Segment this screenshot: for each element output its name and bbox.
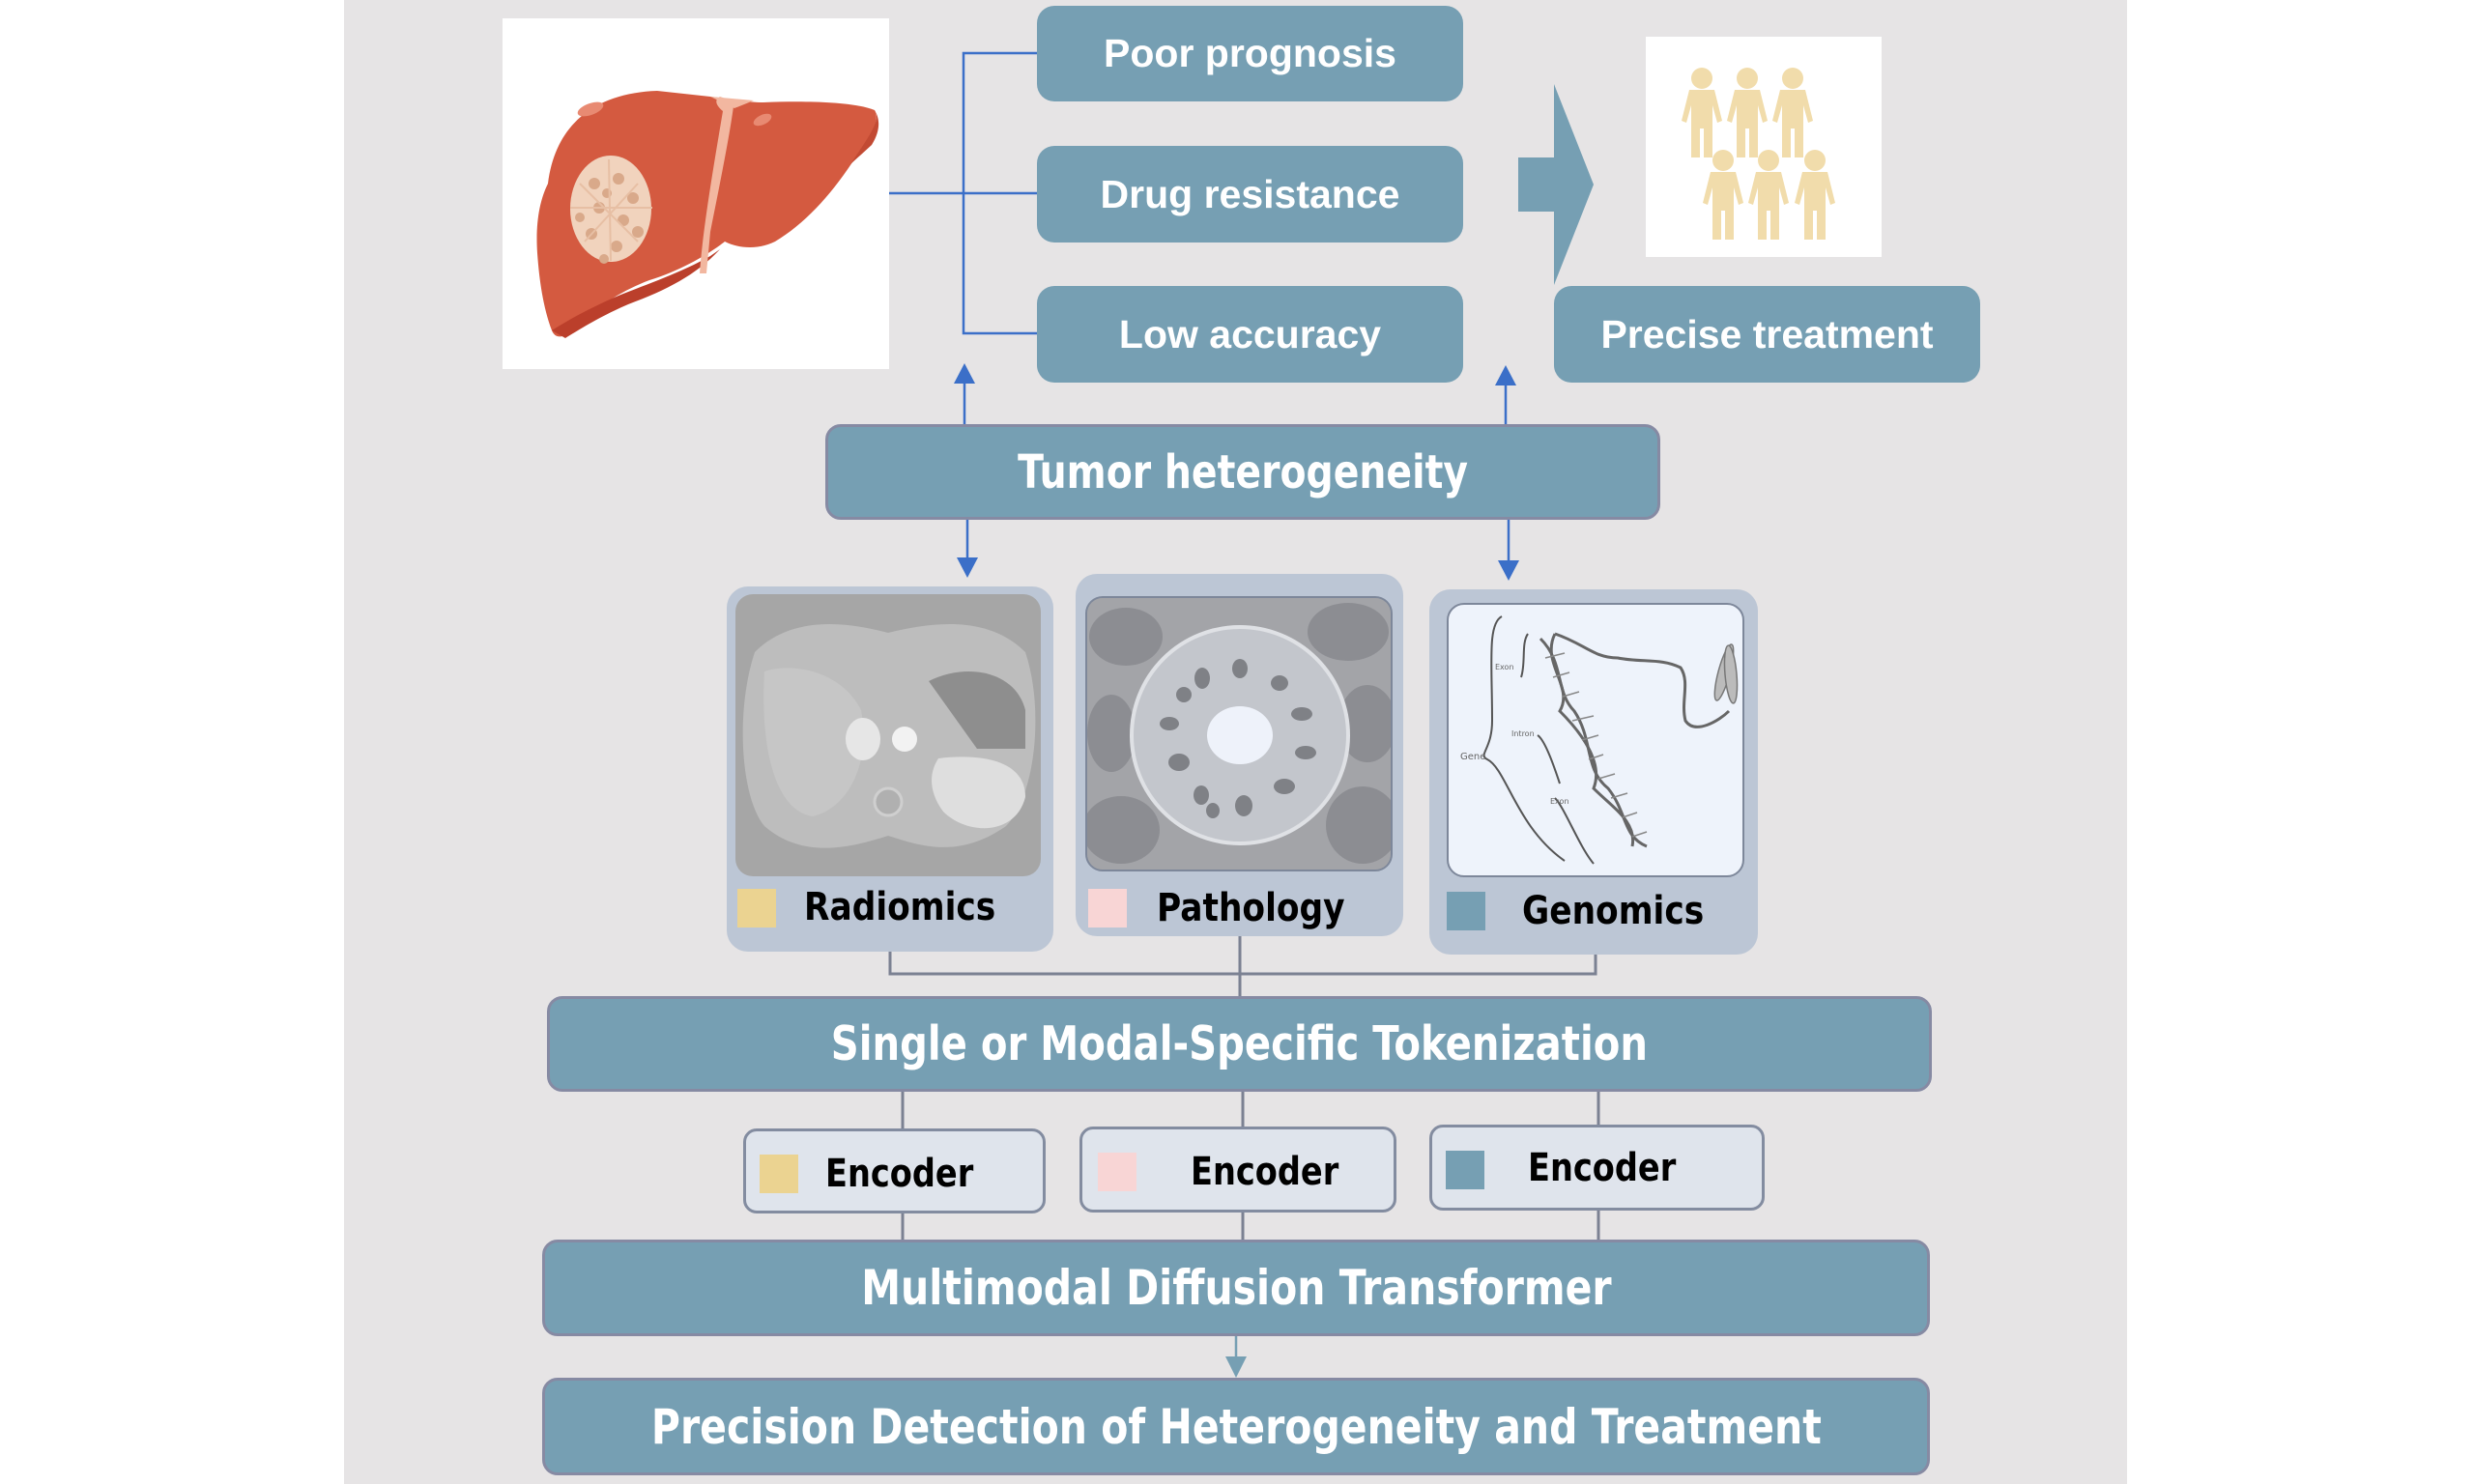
exon-annotation-2: Exon [1550, 797, 1569, 806]
drug-resistance-label: Drug resistance [1100, 171, 1400, 216]
pathology-label: Pathology [1157, 886, 1345, 930]
pathology-panel: Pathology [1076, 574, 1403, 936]
liver-image [503, 18, 889, 369]
exon-annotation-1: Exon [1495, 663, 1514, 671]
genomics-encoder-label: Encoder [1528, 1146, 1677, 1190]
precision-detection-label: Precision Detection of Heterogeneity and… [650, 1398, 1822, 1455]
genomics-encoder-swatch [1446, 1151, 1484, 1189]
tumor-heterogeneity-box: Tumor heterogeneity [825, 424, 1660, 520]
precise-treatment-box: Precise treatment [1554, 286, 1980, 383]
radiomics-encoder-label: Encoder [825, 1152, 974, 1196]
tokenization-box: Single or Modal-Specific Tokenization [547, 996, 1932, 1092]
histology-icon [1087, 598, 1391, 870]
tokenization-label: Single or Modal-Specific Tokenization [830, 1016, 1649, 1071]
people-icon [1682, 68, 1835, 240]
poor-prognosis-label: Poor prognosis [1104, 31, 1396, 75]
patient-group-image [1646, 37, 1882, 257]
histology-image [1085, 596, 1393, 871]
pathology-swatch [1088, 889, 1127, 928]
pathology-encoder-box: Encoder [1079, 1127, 1396, 1213]
genomics-label: Genomics [1522, 889, 1705, 933]
gene-annotation: Gene [1460, 752, 1485, 762]
pathology-encoder-label: Encoder [1191, 1150, 1339, 1194]
intron-annotation: Intron [1511, 729, 1535, 738]
tumor-cluster-icon [570, 156, 652, 264]
radiomics-label: Radiomics [804, 885, 996, 929]
drug-resistance-box: Drug resistance [1037, 146, 1463, 243]
genomics-panel: Exon Intron Gene Exon Genomics [1429, 589, 1758, 955]
pathology-encoder-swatch [1098, 1153, 1136, 1191]
genomics-encoder-box: Encoder [1429, 1125, 1765, 1211]
genomics-swatch [1447, 892, 1485, 930]
radiomics-panel: Radiomics [727, 586, 1053, 952]
mri-icon [742, 624, 1036, 848]
diffusion-transformer-label: Multimodal Diffusion Transformer [860, 1260, 1612, 1316]
radiomics-swatch [737, 889, 776, 928]
precision-detection-box: Precision Detection of Heterogeneity and… [542, 1378, 1930, 1475]
tumor-heterogeneity-label: Tumor heterogeneity [1018, 444, 1468, 499]
poor-prognosis-box: Poor prognosis [1037, 6, 1463, 101]
radiomics-encoder-box: Encoder [743, 1128, 1046, 1213]
diffusion-transformer-box: Multimodal Diffusion Transformer [542, 1240, 1930, 1336]
liver-icon [536, 91, 879, 338]
mri-scan-image [735, 594, 1041, 876]
precise-treatment-label: Precise treatment [1600, 311, 1934, 357]
low-accuracy-label: Low accuracy [1118, 311, 1382, 357]
dna-diagram-image: Exon Intron Gene Exon [1447, 603, 1744, 877]
dna-icon: Exon Intron Gene Exon [1460, 615, 1739, 865]
low-accuracy-box: Low accuracy [1037, 286, 1463, 383]
radiomics-encoder-swatch [760, 1155, 798, 1193]
